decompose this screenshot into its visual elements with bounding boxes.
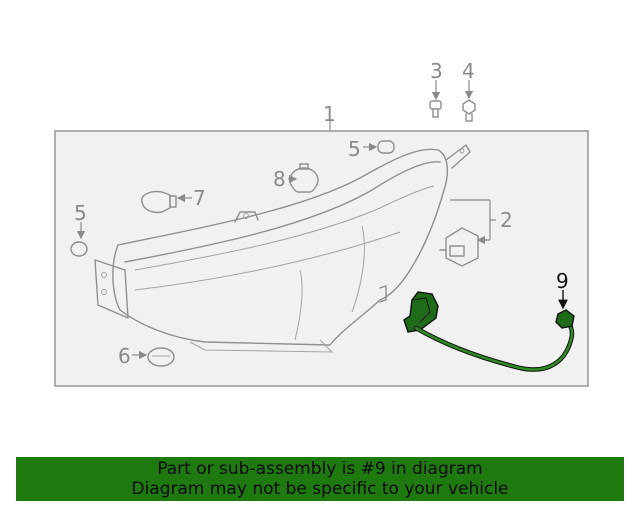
callout-2-bracket <box>450 199 496 240</box>
bulb-7 <box>141 190 177 214</box>
callout-7: 7 <box>193 186 206 210</box>
headlamp-housing <box>94 144 471 353</box>
callout-8: 8 <box>273 167 286 191</box>
info-banner: Part or sub-assembly is #9 in diagram Di… <box>16 457 624 501</box>
bulb-5-left <box>70 241 88 257</box>
callout-5-upper: 5 <box>348 137 361 161</box>
socket-6 <box>147 347 175 367</box>
wire-harness-9 <box>403 291 575 372</box>
leveling-motor <box>439 227 479 267</box>
callout-5-left: 5 <box>74 201 87 225</box>
callout-6: 6 <box>118 344 131 368</box>
callout-4: 4 <box>462 59 475 83</box>
callout-2: 2 <box>500 208 513 232</box>
callout-9: 9 <box>556 269 569 293</box>
fastener-4 <box>462 99 476 122</box>
fastener-3 <box>429 100 442 118</box>
bulb-5-upper <box>377 140 395 154</box>
banner-line-1: Part or sub-assembly is #9 in diagram <box>157 459 483 479</box>
banner-line-2: Diagram may not be specific to your vehi… <box>131 479 509 499</box>
callout-3: 3 <box>430 59 443 83</box>
assembly-frame <box>54 130 589 387</box>
callout-1: 1 <box>323 102 336 126</box>
